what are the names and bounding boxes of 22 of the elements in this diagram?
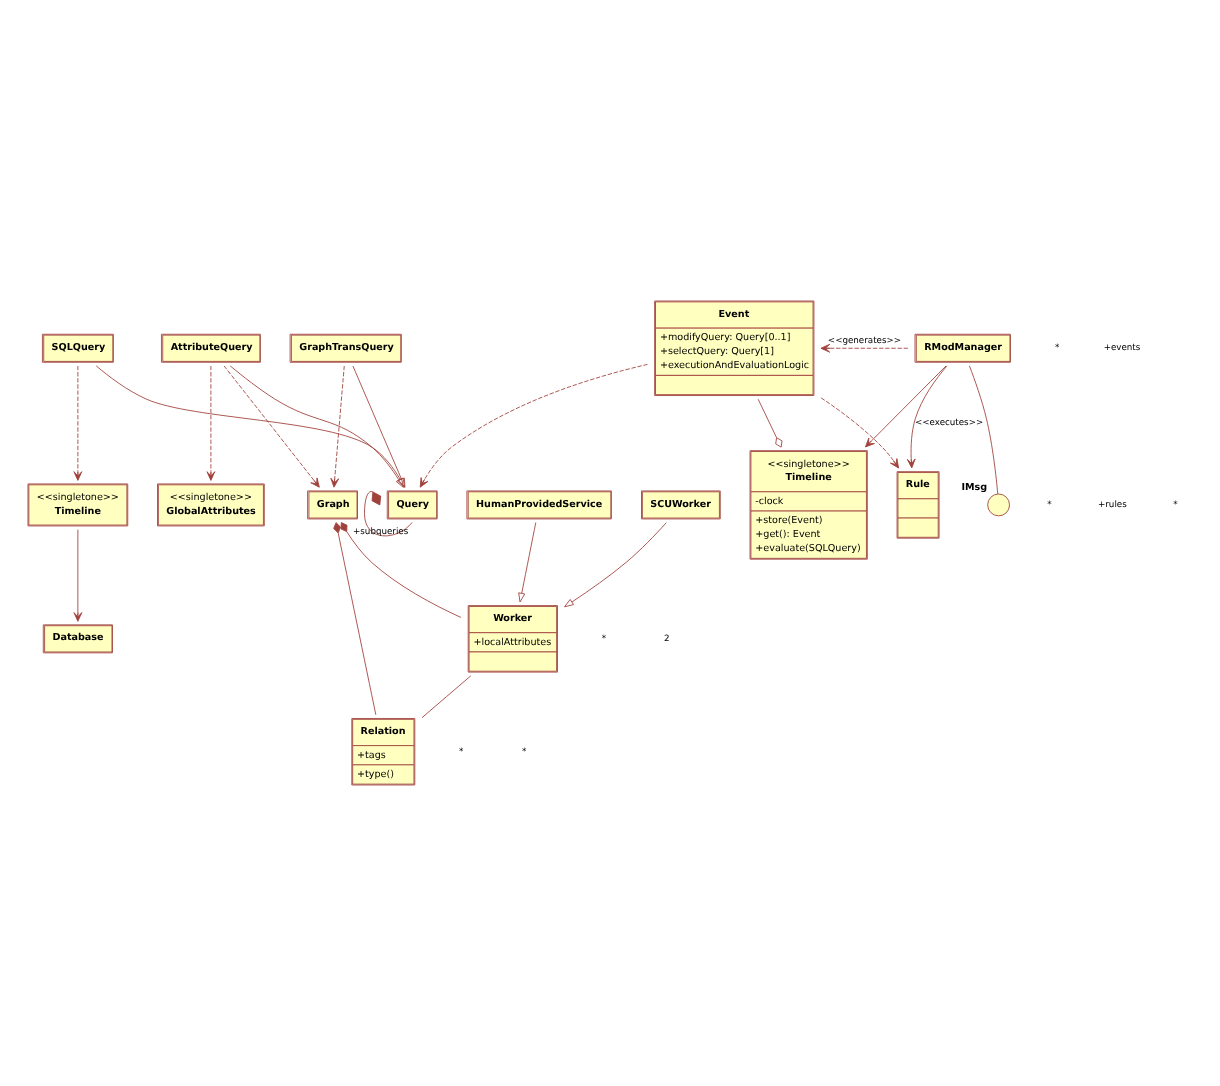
arrow: [419, 363, 648, 488]
arrow: [73, 529, 83, 622]
arrow: [352, 365, 406, 488]
connector: [421, 675, 472, 719]
arrow: [229, 365, 404, 488]
arrow: [518, 522, 537, 603]
connector: [333, 522, 377, 716]
arrow: [330, 365, 345, 488]
arrow: [564, 522, 667, 608]
connector: [364, 491, 413, 537]
arrow: [865, 365, 947, 448]
arrow: [73, 365, 83, 481]
connector: [757, 398, 783, 448]
connector: [969, 365, 999, 495]
arrow: [223, 365, 320, 488]
arrow: [906, 365, 948, 469]
connector: [340, 522, 462, 618]
arrow: [820, 397, 900, 469]
arrow: [206, 365, 216, 481]
arrow: [820, 343, 909, 353]
arrow: [95, 365, 406, 488]
node-circle: [987, 493, 1010, 517]
